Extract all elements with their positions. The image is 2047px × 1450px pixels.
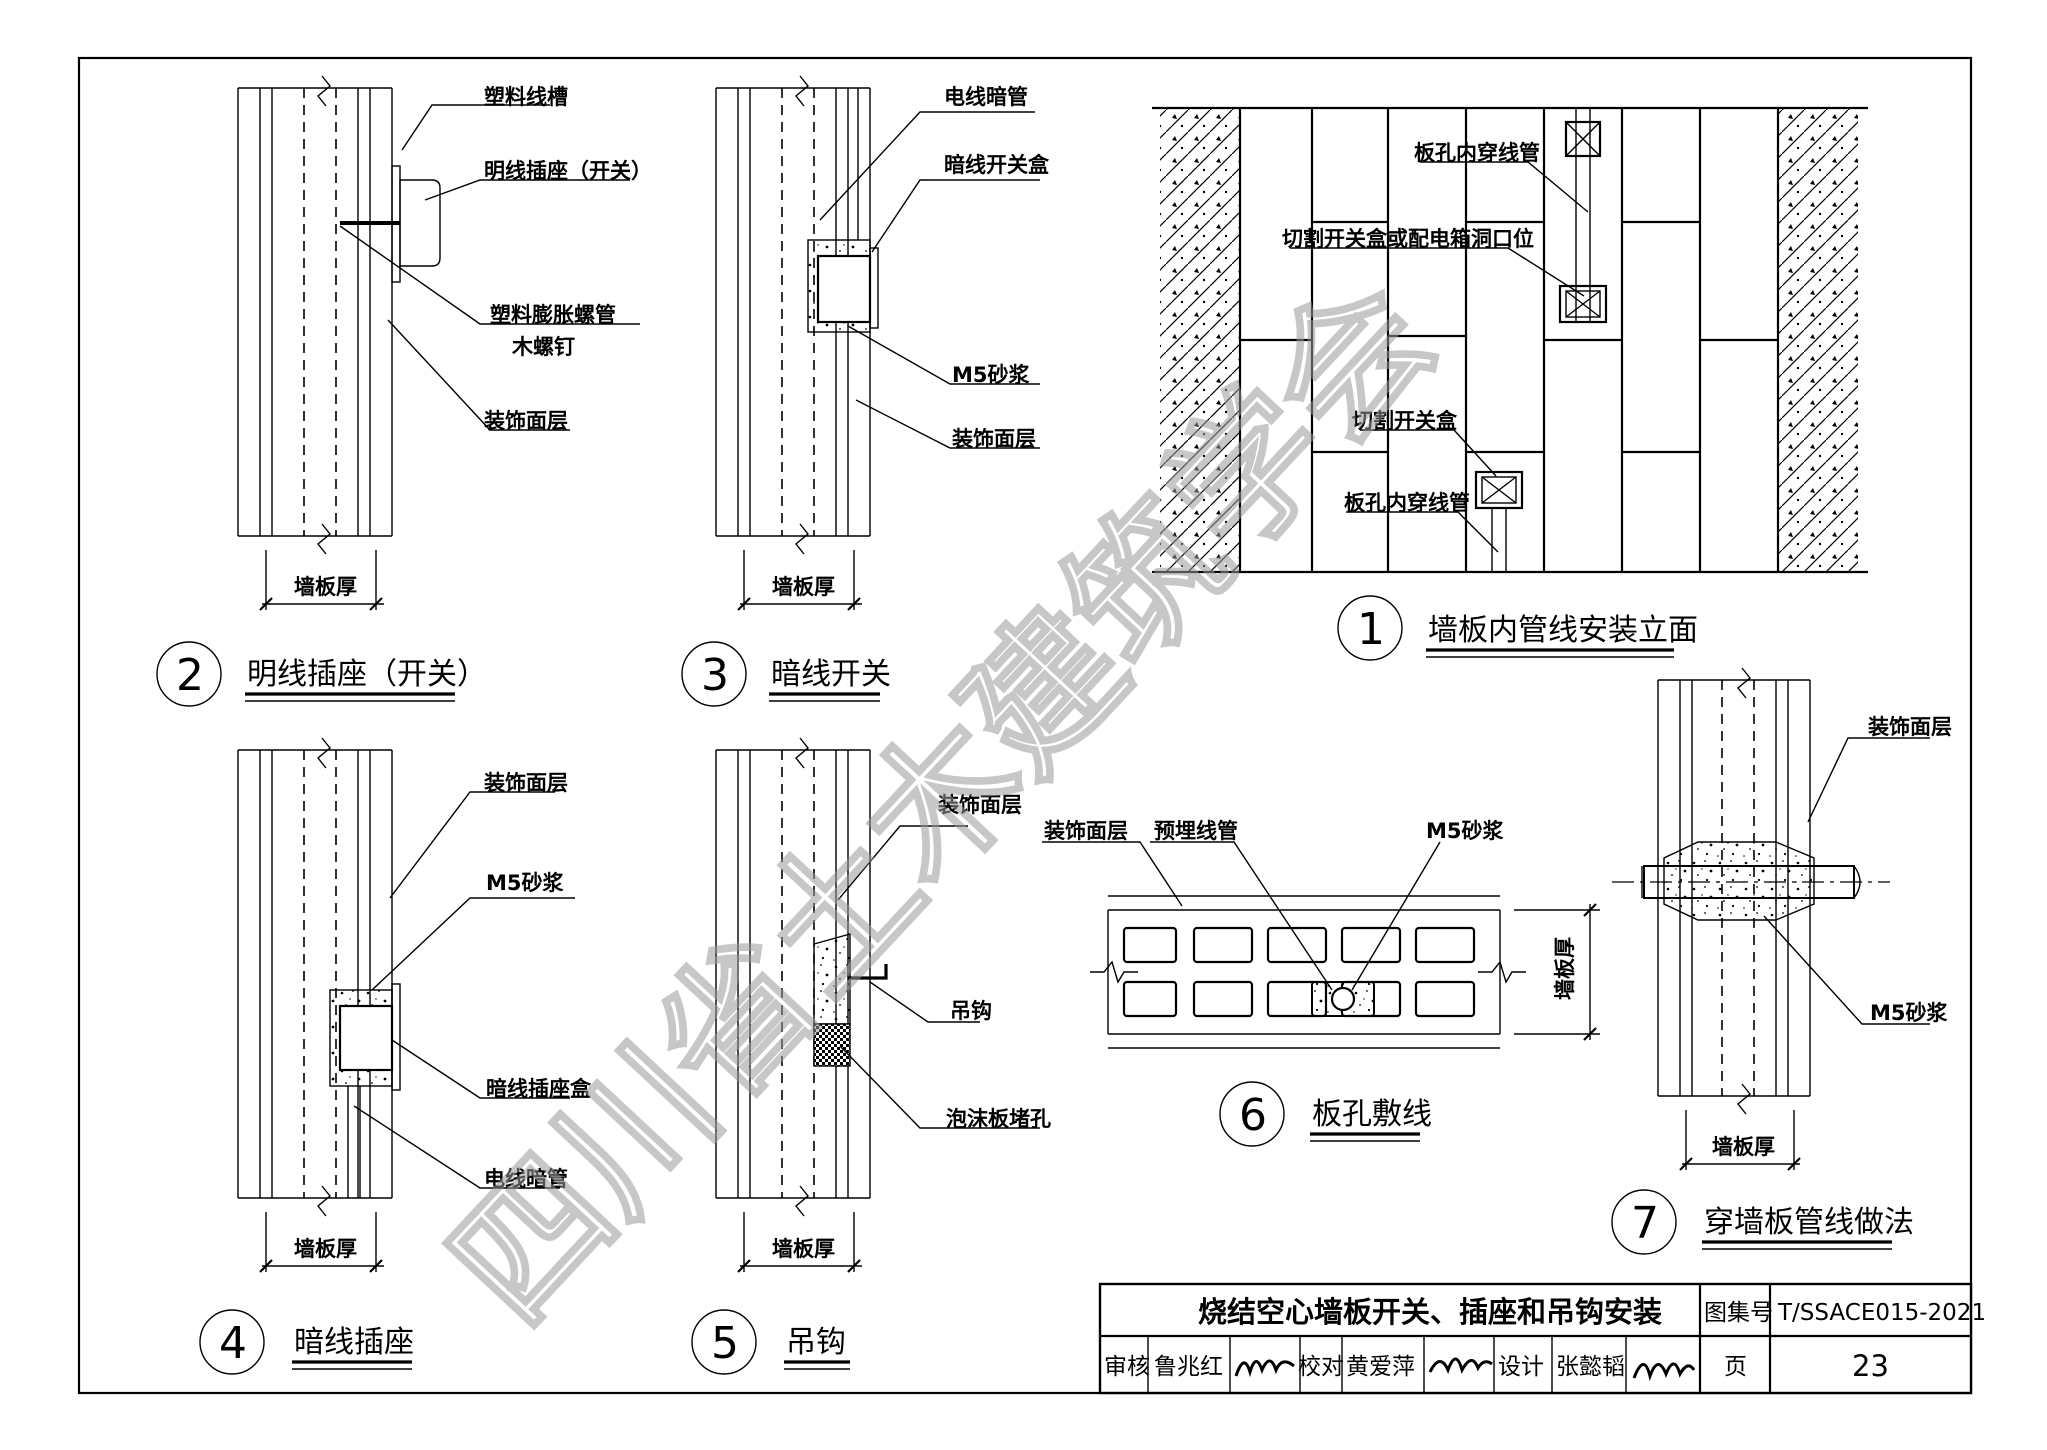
label-finish-layer: 装饰面层 [1868, 715, 1952, 739]
detail-caption: 穿墙板管线做法 [1704, 1205, 1914, 1240]
label-finish-layer: 装饰面层 [1044, 819, 1128, 843]
label-finish-layer: 装饰面层 [484, 409, 568, 433]
atlas-number: T/SSACE015-2021 [1777, 1300, 1986, 1326]
detail-caption: 墙板内管线安装立面 [1428, 613, 1698, 648]
label-finish-layer: 装饰面层 [484, 771, 568, 795]
label-foam-plug: 泡沫板堵孔 [946, 1107, 1051, 1131]
detail-caption: 暗线开关 [771, 657, 891, 692]
detail-number: 2 [176, 650, 204, 701]
watermark-text: 四川省土木建筑学会 [419, 249, 1467, 1355]
label-socket-box: 暗线插座盒 [486, 1077, 592, 1101]
detail-6: 装饰面层 预埋线管 M5砂浆 墙板厚 6 板孔敷线 [1042, 819, 1600, 1147]
detail-2: 塑料线槽 明线插座（开关） 塑料膨胀螺管 木螺钉 装饰面层 墙板厚 2 明线插座… [156, 75, 652, 707]
detail-number: 4 [219, 1318, 247, 1369]
sheet-border [77, 56, 1973, 1395]
page-label: 页 [1724, 1354, 1747, 1380]
checker-signature [1428, 1357, 1493, 1375]
label-cut-box-opening: 切割开关盒或配电箱洞口位 [1282, 227, 1534, 251]
label-plastic-anchor: 塑料膨胀螺管 [490, 303, 616, 327]
page-number: 23 [1852, 1349, 1889, 1383]
label-concealed-conduit: 电线暗管 [944, 85, 1028, 109]
dim-wall-thickness: 墙板厚 [294, 575, 357, 599]
design-label: 设计 [1498, 1354, 1544, 1380]
review-label: 审核 [1104, 1354, 1150, 1380]
reviewer-name: 鲁兆红 [1154, 1354, 1223, 1380]
detail-number: 5 [711, 1318, 739, 1369]
detail-caption: 吊钩 [786, 1325, 846, 1360]
detail-number: 3 [701, 650, 729, 701]
label-cut-switch-box: 切割开关盒 [1352, 409, 1458, 433]
label-m5-mortar: M5砂浆 [952, 363, 1031, 387]
label-m5-mortar: M5砂浆 [1426, 819, 1505, 843]
detail-caption: 暗线插座 [294, 1325, 414, 1360]
label-concealed-conduit: 电线暗管 [484, 1167, 568, 1191]
detail-number: 6 [1239, 1090, 1267, 1141]
sheet-title: 烧结空心墙板开关、插座和吊钩安装 [1198, 1295, 1662, 1329]
detail-1: 板孔内穿线管 切割开关盒或配电箱洞口位 切割开关盒 板孔内穿线管 1 墙板内管线… [1152, 106, 1868, 661]
detail-caption: 板孔敷线 [1312, 1097, 1432, 1132]
dim-wall-thickness: 墙板厚 [294, 1237, 357, 1261]
dim-wall-thickness: 墙板厚 [1553, 937, 1577, 1000]
dim-wall-thickness: 墙板厚 [1712, 1135, 1775, 1159]
dim-wall-thickness: 墙板厚 [772, 575, 835, 599]
detail-caption: 明线插座（开关） [247, 657, 487, 692]
label-switch-box: 暗线开关盒 [944, 153, 1050, 177]
detail-3: 电线暗管 暗线开关盒 M5砂浆 装饰面层 墙板厚 3 暗线开关 [681, 75, 1050, 707]
label-embedded-conduit: 预埋线管 [1154, 819, 1238, 843]
detail-number: 7 [1631, 1198, 1659, 1249]
label-wood-screw: 木螺钉 [511, 335, 575, 359]
designer-name: 张懿韬 [1556, 1354, 1625, 1380]
label-hook: 吊钩 [950, 999, 992, 1023]
label-plastic-trunking: 塑料线槽 [484, 85, 568, 109]
label-finish-layer: 装饰面层 [952, 427, 1036, 451]
label-conduit-in-hole: 板孔内穿线管 [1344, 491, 1470, 515]
label-finish-layer: 装饰面层 [938, 793, 1022, 817]
label-conduit-in-hole: 板孔内穿线管 [1414, 141, 1540, 165]
designer-signature [1632, 1362, 1696, 1382]
detail-7: 装饰面层 M5砂浆 墙板厚 7 穿墙板管线做法 [1611, 667, 1952, 1255]
dim-wall-thickness: 墙板厚 [772, 1237, 835, 1261]
label-surface-socket: 明线插座（开关） [484, 159, 652, 183]
detail-5: 装饰面层 吊钩 泡沫板堵孔 墙板厚 5 吊钩 [691, 737, 1051, 1375]
reviewer-signature [1234, 1359, 1295, 1378]
atlas-label: 图集号 [1704, 1300, 1773, 1326]
title-block: 烧结空心墙板开关、插座和吊钩安装 图集号 T/SSACE015-2021 审核 … [1098, 1282, 1986, 1395]
label-m5-mortar: M5砂浆 [486, 871, 565, 895]
checker-name: 黄爱萍 [1346, 1354, 1415, 1380]
detail-number: 1 [1357, 604, 1385, 655]
label-m5-mortar: M5砂浆 [1870, 1001, 1949, 1025]
detail-4: 装饰面层 M5砂浆 暗线插座盒 电线暗管 墙板厚 4 暗线插座 [199, 737, 592, 1375]
check-label: 校对 [1298, 1354, 1344, 1380]
